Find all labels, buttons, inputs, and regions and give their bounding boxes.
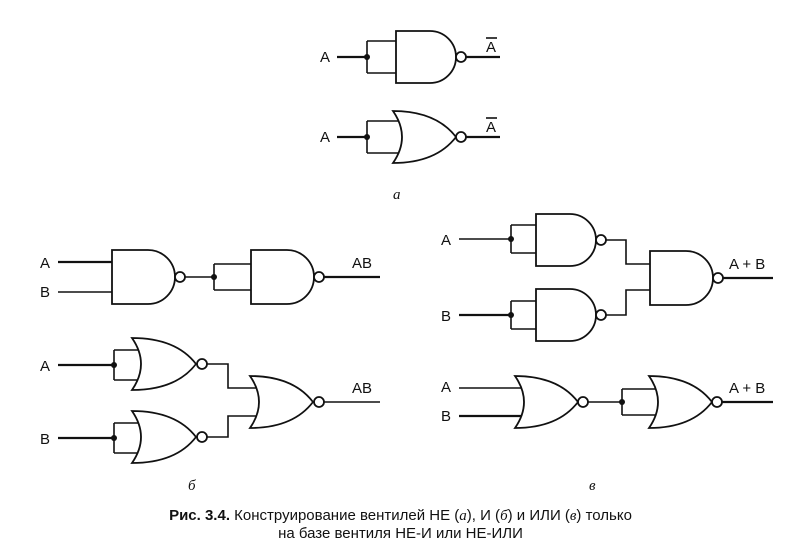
caption-text: ) только xyxy=(576,507,632,524)
circuit-and-from-nor: A B AB xyxy=(40,337,380,464)
nand-gate-2 xyxy=(250,249,315,305)
tied-inputs-wire xyxy=(621,388,657,416)
junction-dot xyxy=(508,236,514,242)
input-b-label: B xyxy=(441,408,451,425)
nor-gate-2 xyxy=(130,410,198,464)
tied-inputs-wire xyxy=(366,120,399,154)
circuit-and-from-nand: A B AB xyxy=(40,249,380,305)
junction-dot xyxy=(364,134,370,140)
caption-text: Конструирование вентилей НЕ ( xyxy=(230,507,460,524)
tied-inputs-wire xyxy=(510,224,536,254)
output-not-a-label: A xyxy=(486,39,496,56)
inversion-bubble xyxy=(711,396,723,408)
output-ab-label: AB xyxy=(352,255,372,272)
part-b-label: б xyxy=(188,478,196,494)
inversion-bubble xyxy=(712,272,724,284)
junction-dot xyxy=(364,54,370,60)
link-wire-bottom xyxy=(207,415,258,438)
inversion-bubble xyxy=(455,51,467,63)
nor-gate-1 xyxy=(513,375,580,429)
inversion-bubble xyxy=(174,271,186,283)
nand-gate-1 xyxy=(111,249,176,305)
tied-inputs-wire xyxy=(113,349,140,381)
input-a-label: A xyxy=(40,255,50,272)
input-b-label: B xyxy=(40,284,50,301)
junction-dot xyxy=(508,312,514,318)
inversion-bubble xyxy=(595,234,607,246)
logic-gate-diagram: A A A A а A B AB A xyxy=(40,30,773,494)
output-a-or-b-label: A + B xyxy=(729,256,765,273)
circuit-not-from-nor: A A xyxy=(320,110,500,164)
caption-sub-b: б xyxy=(500,508,508,524)
input-b-label: B xyxy=(40,431,50,448)
tied-inputs-wire xyxy=(366,40,396,74)
inversion-bubble xyxy=(196,431,208,443)
tied-inputs-wire xyxy=(510,300,536,330)
input-a-label: A xyxy=(441,232,451,249)
link-wire-top xyxy=(207,363,258,389)
caption-sub-a: а xyxy=(459,508,467,524)
inversion-bubble xyxy=(455,131,467,143)
link-wire-top xyxy=(606,239,650,265)
inversion-bubble xyxy=(313,396,325,408)
nand-gate-1 xyxy=(535,213,597,267)
output-ab-label: AB xyxy=(352,380,372,397)
nor-gate xyxy=(391,110,458,164)
figure-caption: Рис. 3.4. Конструирование вентилей НЕ (а… xyxy=(0,507,801,543)
nor-gate-2 xyxy=(647,375,714,429)
circuit-or-from-nand: A B A + B xyxy=(441,213,773,342)
nand-gate xyxy=(395,30,457,84)
caption-text: ) и ИЛИ ( xyxy=(507,507,570,524)
input-a-label: A xyxy=(441,379,451,396)
inversion-bubble xyxy=(577,396,589,408)
junction-dot xyxy=(111,362,117,368)
circuit-not-from-nand: A A xyxy=(320,30,500,84)
caption-line-2: на базе вентиля НЕ-И или НЕ-ИЛИ xyxy=(278,525,523,542)
junction-dot xyxy=(619,399,625,405)
junction-dot xyxy=(211,274,217,280)
circuit-or-from-nor: A B A + B xyxy=(441,375,773,429)
inversion-bubble xyxy=(313,271,325,283)
tied-inputs-wire xyxy=(113,422,140,454)
nand-gate-3 xyxy=(649,250,714,306)
link-wire-bottom xyxy=(606,289,650,316)
input-a-label: A xyxy=(40,358,50,375)
figure-number: Рис. 3.4. xyxy=(169,507,230,524)
inversion-bubble xyxy=(595,309,607,321)
caption-line-1: Рис. 3.4. Конструирование вентилей НЕ (а… xyxy=(0,507,801,525)
caption-sub-c: в xyxy=(569,508,577,524)
input-a-label: A xyxy=(320,49,330,66)
input-a-label: A xyxy=(320,129,330,146)
nor-gate-1 xyxy=(130,337,198,391)
junction-dot xyxy=(111,435,117,441)
tied-inputs-wire xyxy=(213,263,251,291)
inversion-bubble xyxy=(196,358,208,370)
input-b-label: B xyxy=(441,308,451,325)
part-c-label: в xyxy=(589,478,596,494)
output-not-a-label: A xyxy=(486,119,496,136)
caption-text: ), И ( xyxy=(466,507,501,524)
nand-gate-2 xyxy=(535,288,597,342)
part-a-label: а xyxy=(393,187,401,203)
nor-gate-3 xyxy=(248,375,315,429)
output-a-or-b-label: A + B xyxy=(729,380,765,397)
